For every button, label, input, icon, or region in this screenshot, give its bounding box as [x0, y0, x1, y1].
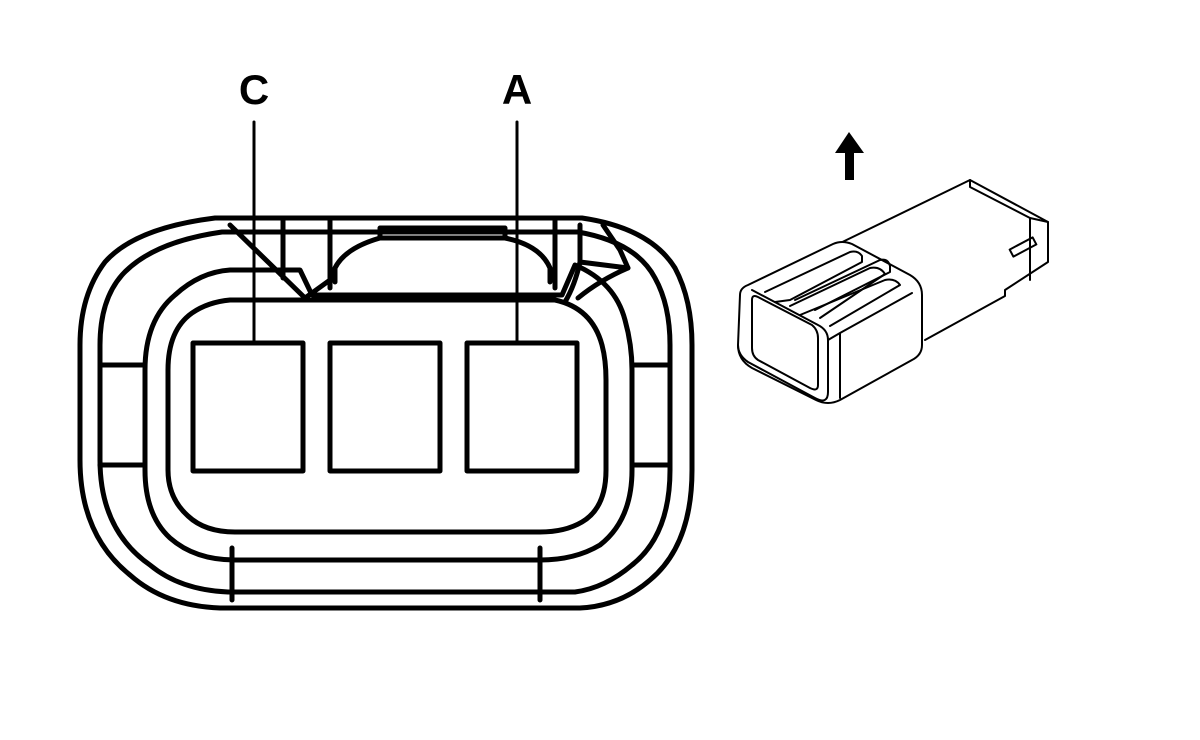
shroud-side [827, 292, 913, 399]
rib-left [97, 362, 148, 468]
latch-ramp [332, 235, 553, 285]
key-left [227, 215, 333, 301]
connector-isometric-view [737, 132, 1049, 404]
connector-rear-top-edge [969, 179, 1031, 281]
latch-finger-3 [789, 266, 886, 319]
cavity-wall-inner [165, 297, 609, 535]
shroud-face [737, 289, 829, 402]
latch-finger-4 [799, 278, 901, 327]
rib-right-2 [600, 222, 631, 271]
terminal-cavity-b [327, 340, 443, 474]
pin-label-c: C [239, 66, 269, 113]
latch-finger-2 [794, 258, 891, 311]
connector-front-shroud [737, 241, 923, 404]
latch-finger-1 [764, 250, 863, 303]
up-arrow-icon [835, 132, 864, 180]
lock-window [1008, 236, 1038, 258]
connector-face: C A [77, 66, 695, 611]
connector-rear-edge [1029, 217, 1049, 223]
pin-label-a: A [502, 66, 532, 113]
shroud-inner [751, 295, 819, 391]
terminal-cavity-a [464, 340, 580, 474]
rib-right-side [629, 362, 673, 468]
housing-inner-rim [97, 229, 673, 595]
terminal-cavity-c [190, 340, 306, 474]
latch-slot [377, 225, 508, 241]
rib-bottom [229, 545, 543, 603]
housing-outer [77, 215, 695, 611]
